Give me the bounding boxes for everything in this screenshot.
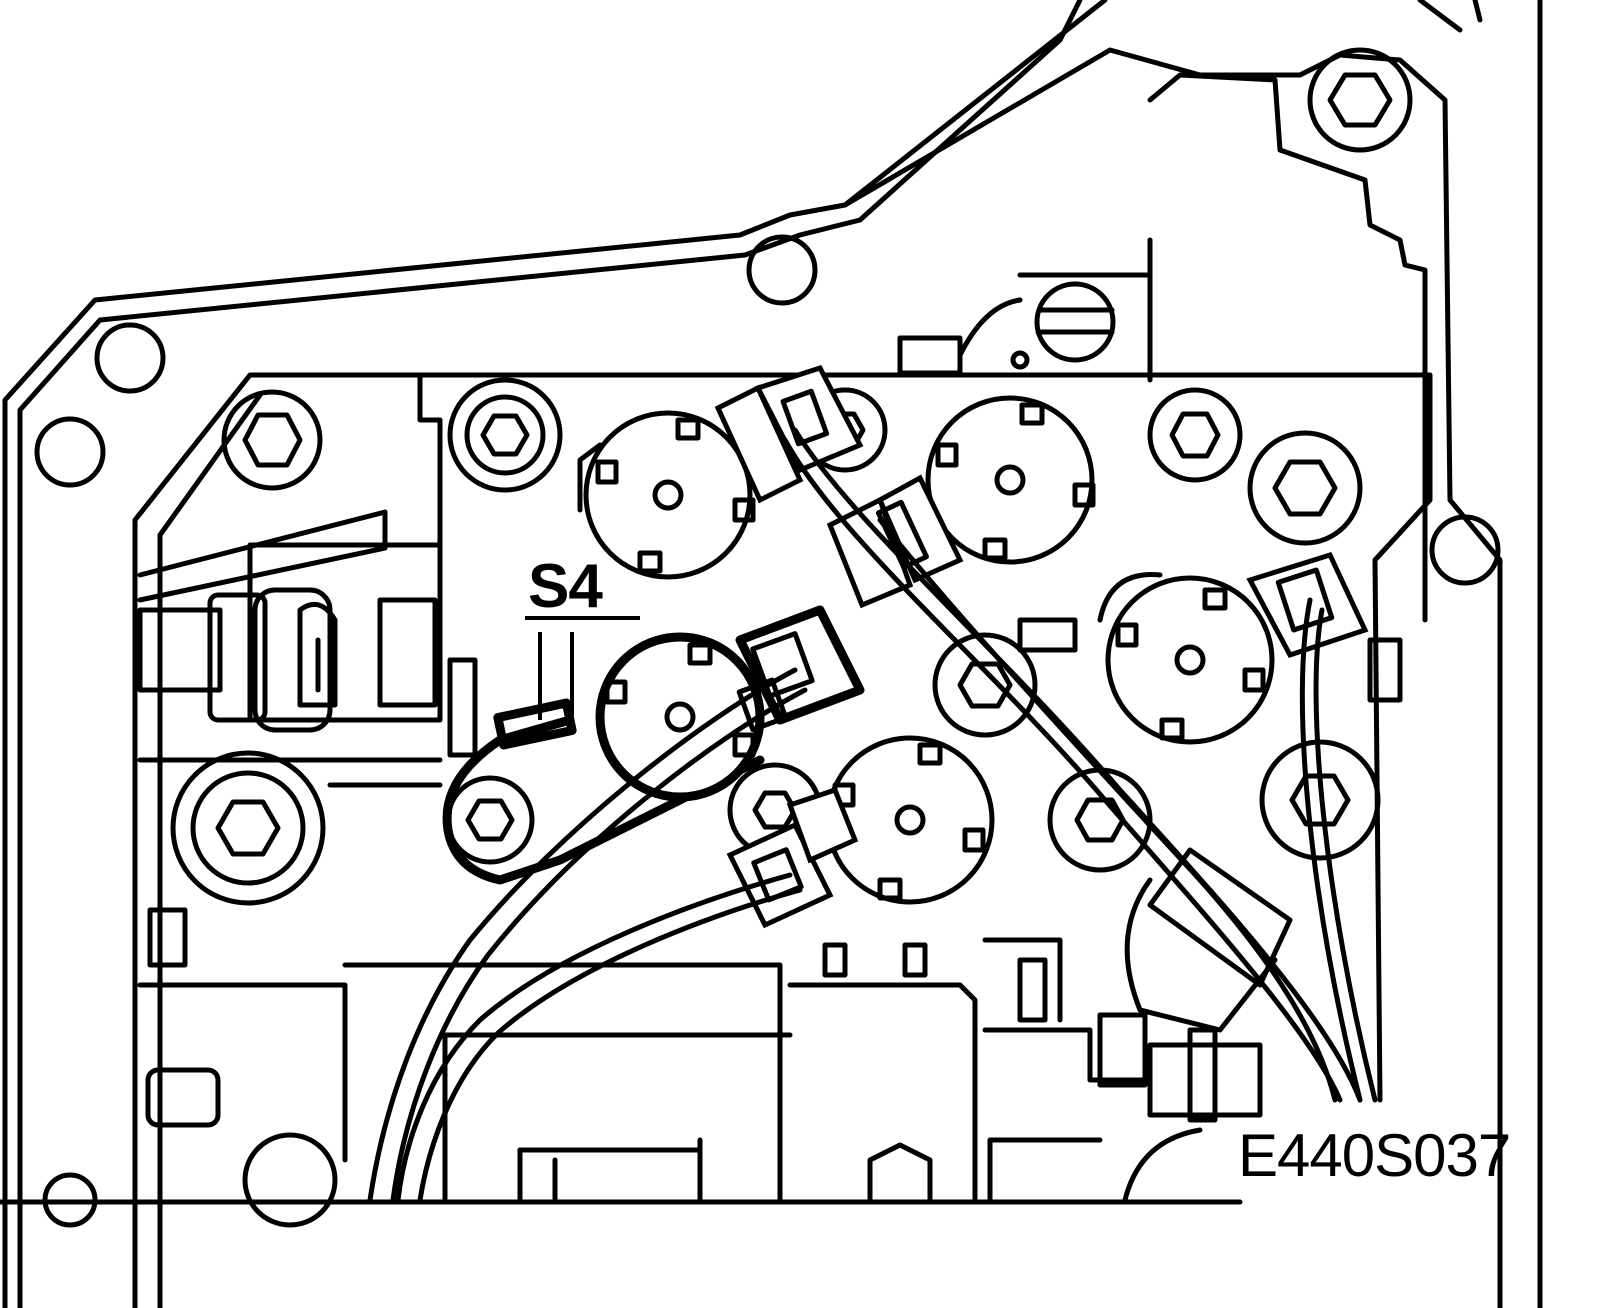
screw-plug bbox=[897, 281, 1116, 376]
figure-id-label: E440S037 bbox=[1238, 1122, 1511, 1189]
s4-leader-lines bbox=[525, 616, 640, 720]
valve-body-perimeter bbox=[132, 237, 1433, 1308]
misc-features bbox=[137, 617, 1403, 1128]
hex-bolt-7 bbox=[1047, 767, 1153, 873]
hex-bolt-2 bbox=[447, 377, 563, 493]
wiring-harness bbox=[367, 427, 1378, 1203]
hex-bolt-5 bbox=[170, 750, 326, 906]
hex-bolt-top-right bbox=[1307, 47, 1413, 153]
solenoid-top-left bbox=[577, 410, 756, 580]
connector-bottom bbox=[726, 786, 859, 929]
hex-bolt-4 bbox=[1247, 430, 1363, 546]
hex-bolt-6 bbox=[932, 632, 1038, 738]
hex-bolt-1 bbox=[221, 389, 323, 491]
callout-label-s4: S4 bbox=[528, 552, 603, 621]
left-spool-assembly bbox=[137, 509, 478, 758]
solenoid-right bbox=[1097, 572, 1275, 745]
housing-outline bbox=[2, 0, 1543, 1308]
hex-bolt-3 bbox=[1147, 387, 1243, 483]
solenoid-s4 bbox=[442, 632, 765, 885]
solenoid-top-right bbox=[925, 395, 1096, 565]
solenoid-bottom bbox=[825, 735, 995, 905]
lower-assembly bbox=[137, 937, 1263, 1228]
connector-s4 bbox=[735, 605, 865, 733]
